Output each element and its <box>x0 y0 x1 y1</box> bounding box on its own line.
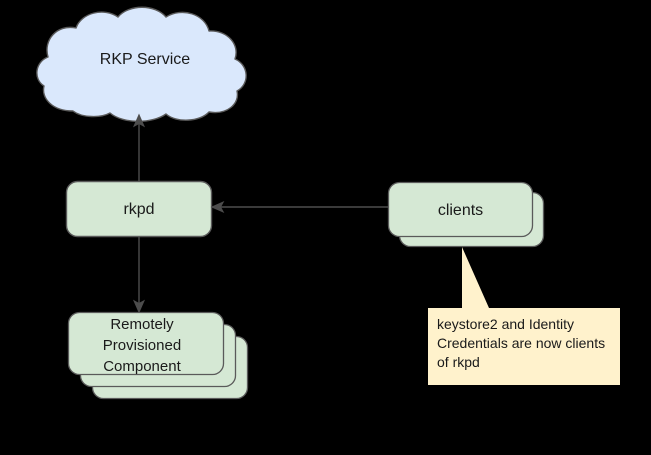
edge-clients-to-rkpd <box>210 200 388 214</box>
node-rkpd[interactable] <box>65 180 213 238</box>
node-remotely-provisioned-component[interactable] <box>67 311 249 400</box>
callout-clients-note[interactable] <box>428 247 620 385</box>
node-rkp-service[interactable] <box>36 6 247 123</box>
edge-rkpd-to-rpc <box>132 237 146 314</box>
edge-rkpd-to-rkp-service <box>132 113 146 181</box>
node-clients[interactable] <box>387 181 545 248</box>
